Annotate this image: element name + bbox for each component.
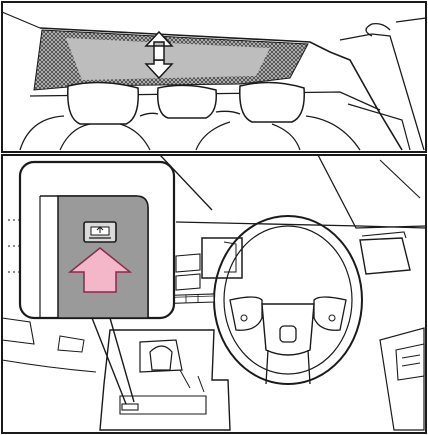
shift-lever — [150, 346, 172, 370]
steering-emblem — [280, 326, 296, 342]
door-switch-panel — [396, 344, 424, 380]
center-display — [202, 238, 242, 278]
switch-callout — [8, 162, 174, 318]
top-panel — [2, 2, 426, 152]
center-console — [100, 330, 230, 430]
bottom-panel — [2, 155, 426, 433]
rear-sunshade-switch-icon — [84, 222, 116, 242]
rear-headrests — [68, 82, 305, 124]
sunshade-switch-location — [122, 404, 138, 410]
